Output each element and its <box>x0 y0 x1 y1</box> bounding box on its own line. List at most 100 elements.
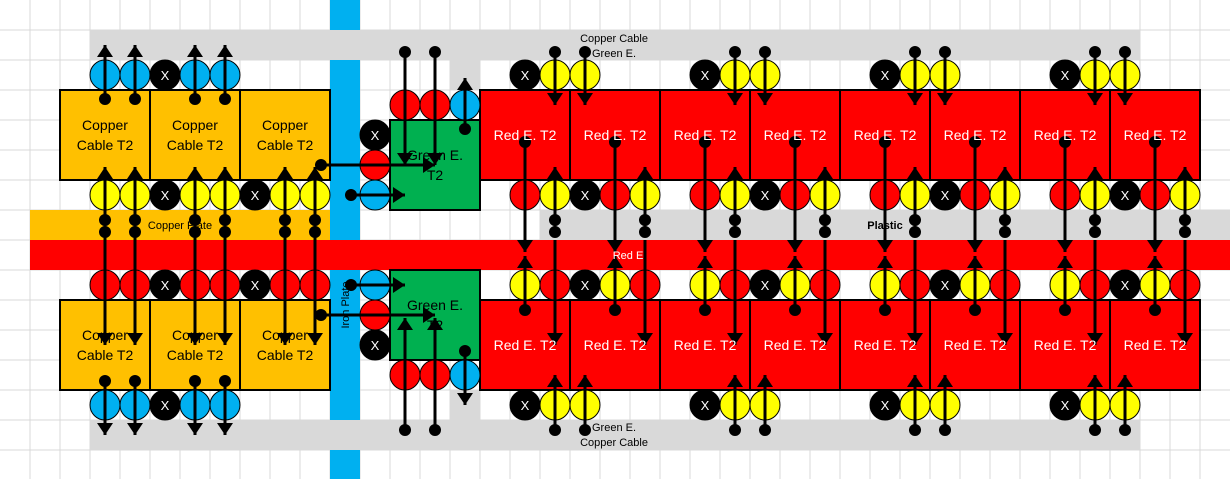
inserter-pickup-dot <box>759 424 771 436</box>
arrow-head-icon <box>393 187 405 203</box>
inserter-arrow <box>127 45 143 105</box>
blocked-slot: X <box>149 179 181 211</box>
arrow-head-icon <box>1057 240 1073 252</box>
arrow-head-icon <box>97 423 113 435</box>
inserter-arrow <box>1087 167 1103 238</box>
top-gray-belt <box>90 30 1140 60</box>
red-e-assembler-labels: Red E. T2 <box>944 127 1007 143</box>
arrow-head-icon <box>127 333 143 345</box>
arrow-head-icon <box>187 167 203 179</box>
blocked-slot-label: X <box>1121 278 1130 293</box>
copper-cable-assembler-label: Copper <box>82 327 128 343</box>
inserter-arrow <box>457 78 473 135</box>
inserter-arrow <box>577 46 593 105</box>
inserter-pickup-dot <box>579 424 591 436</box>
blocked-slot-label: X <box>701 398 710 413</box>
inserter-arrow <box>757 375 773 436</box>
arrow-head-icon <box>517 256 533 268</box>
red-e-assembler-label: Red E. T2 <box>854 127 917 143</box>
inserter-arrow <box>637 240 653 345</box>
arrow-head-icon <box>907 375 923 387</box>
top-belt-label-2: Green E. <box>592 48 636 60</box>
inserter-pickup-dot <box>969 136 981 148</box>
inserter-arrow <box>217 232 233 345</box>
inserter-arrow <box>1087 46 1103 105</box>
arrow-head-icon <box>577 93 593 105</box>
arrow-head-icon <box>697 240 713 252</box>
arrow-head-icon <box>997 333 1013 345</box>
arrow-head-icon <box>607 240 623 252</box>
bottom-belt-label-2: Copper Cable <box>580 437 648 449</box>
copper-cable-assembler-label: Cable T2 <box>167 347 224 363</box>
green-e-assembler-label: T2 <box>427 167 444 183</box>
blocked-slot: X <box>929 179 961 211</box>
red-e-assembler-labels: Red E. T2 <box>584 127 647 143</box>
copper-cable-assembler-label: Cable T2 <box>77 347 134 363</box>
inserter-pickup-dot <box>789 136 801 148</box>
inserter-arrow <box>277 232 293 345</box>
inserter-arrow <box>997 240 1013 345</box>
inserter-arrow <box>547 240 563 345</box>
arrow-head-icon <box>757 375 773 387</box>
arrow-head-icon <box>127 167 143 179</box>
inserter-pickup-dot <box>549 226 561 238</box>
green-e-assembler-label: Green E. <box>407 147 463 163</box>
inserter-arrow <box>97 375 113 435</box>
arrow-head-icon <box>967 256 983 268</box>
arrow-head-icon <box>907 333 923 345</box>
inserter-pickup-dot <box>99 375 111 387</box>
inserter-pickup-dot <box>129 375 141 387</box>
blocked-slot-label: X <box>1121 188 1130 203</box>
bottom-belt-label-1: Green E. <box>592 422 636 434</box>
blocked-slot: X <box>689 59 721 91</box>
red-e-assembler-labels: Red E. T2 <box>1124 337 1187 353</box>
blocked-slot: X <box>149 269 181 301</box>
inserter-pickup-dot <box>1179 226 1191 238</box>
arrow-head-icon <box>1117 93 1133 105</box>
copper-cable-assembler-label: Cable T2 <box>77 137 134 153</box>
blocked-slot: X <box>569 269 601 301</box>
blocked-slot-label: X <box>161 188 170 203</box>
inserter-arrow <box>517 256 533 316</box>
arrow-head-icon <box>187 333 203 345</box>
arrow-head-icon <box>127 45 143 57</box>
arrow-head-icon <box>907 167 923 179</box>
blocked-slot-circle <box>359 329 391 361</box>
arrow-head-icon <box>637 167 653 179</box>
red-e-assembler-label: Red E. T2 <box>944 337 1007 353</box>
blocked-slot: X <box>239 269 271 301</box>
belt-labels: Copper Cable Green E. Green E. Copper Ca… <box>148 33 903 449</box>
inserter-pickup-dot <box>219 375 231 387</box>
copper-cable-assembler-label: Copper <box>172 327 218 343</box>
inserter-arrow <box>877 256 893 316</box>
inserter-arrow <box>727 46 743 105</box>
blocked-slot: X <box>869 59 901 91</box>
inserter-pickup-dot <box>1089 214 1101 226</box>
blocked-slot: X <box>1049 59 1081 91</box>
arrow-head-icon <box>97 45 113 57</box>
arrow-head-icon <box>1147 240 1163 252</box>
arrow-head-icon <box>97 167 113 179</box>
red-e-assembler-label: Red E. T2 <box>674 127 737 143</box>
inserter-pickup-dot <box>1089 46 1101 58</box>
arrow-head-icon <box>397 153 413 165</box>
inserter-pickup-dot <box>549 46 561 58</box>
blocked-slot: X <box>689 389 721 421</box>
blocked-slot: X <box>749 179 781 211</box>
inserter-arrow <box>1087 375 1103 436</box>
arrow-head-icon <box>547 167 563 179</box>
red-e-assembler-label: Red E. T2 <box>494 127 557 143</box>
red-e-assembler-label: Red E. T2 <box>1124 337 1187 353</box>
inserter-arrow <box>907 167 923 238</box>
arrow-head-icon <box>817 167 833 179</box>
blocked-slot: X <box>509 59 541 91</box>
inserter-pickup-dot <box>819 226 831 238</box>
inserter-arrow <box>727 240 743 345</box>
inserter-pickup-dot <box>579 46 591 58</box>
